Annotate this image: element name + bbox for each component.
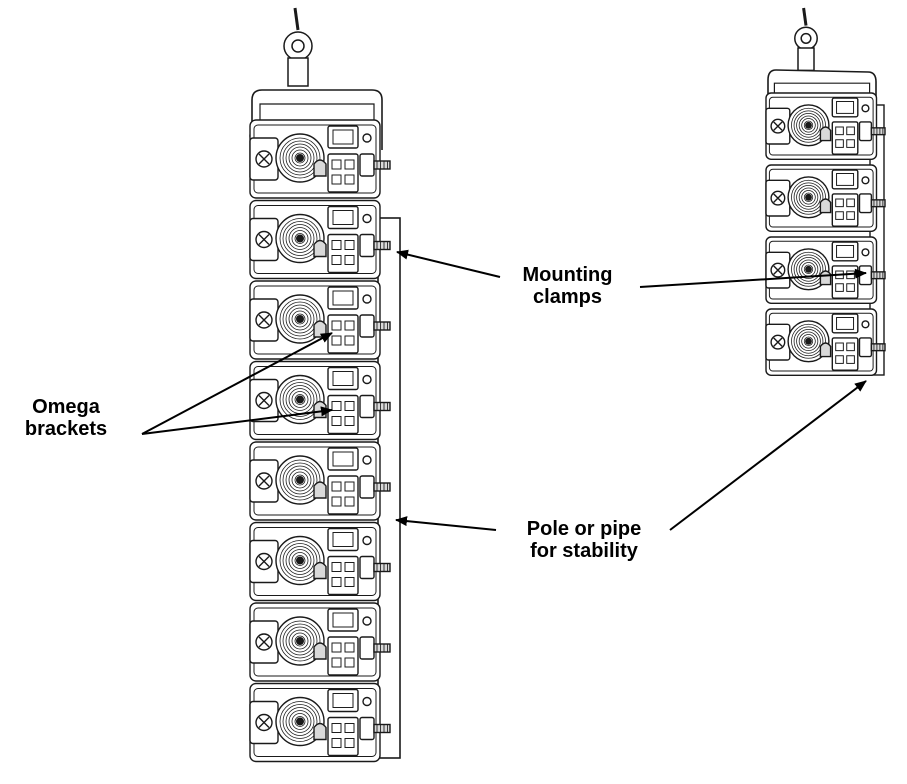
left-clamp-bolt bbox=[373, 643, 391, 653]
left-fixture-unit-7 bbox=[249, 602, 391, 682]
arrow-pole-right bbox=[669, 380, 867, 531]
left-display-panel bbox=[327, 688, 359, 713]
left-mounting-clamp bbox=[359, 153, 375, 177]
left-clamp-bolt bbox=[373, 482, 391, 492]
left-omega-bracket bbox=[313, 642, 327, 660]
right-clamp-bolt bbox=[870, 199, 886, 208]
right-mounting-clamp bbox=[858, 337, 873, 358]
left-display-panel bbox=[327, 608, 359, 632]
left-port-panel bbox=[327, 153, 359, 193]
right-mounting-clamp bbox=[858, 193, 873, 214]
left-port-panel bbox=[327, 475, 359, 515]
right-fixture-unit-1 bbox=[765, 92, 886, 161]
left-omega-bracket bbox=[313, 722, 327, 741]
right-coupler-bolt bbox=[797, 47, 815, 72]
left-safety-cable bbox=[293, 7, 300, 31]
right-display-panel bbox=[831, 97, 859, 118]
left-mounting-clamp bbox=[359, 475, 375, 499]
right-mounting-clamp bbox=[858, 265, 873, 286]
right-display-panel bbox=[831, 313, 859, 334]
left-omega-bracket bbox=[313, 159, 327, 177]
label-pole-or-pipe-line1: Pole or pipe bbox=[526, 518, 642, 540]
left-mounting-clamp bbox=[359, 716, 375, 741]
label-pole-or-pipe: Pole or pipe for stability bbox=[494, 518, 674, 562]
left-mounting-clamp bbox=[359, 394, 375, 419]
right-fixture-assembly bbox=[765, 7, 886, 377]
left-omega-bracket bbox=[313, 561, 327, 580]
label-omega-brackets: Omega brackets bbox=[6, 396, 126, 440]
arrow-mounting-clamps-left bbox=[396, 249, 501, 278]
right-safety-cable bbox=[802, 7, 808, 26]
left-fixture-stack bbox=[249, 119, 391, 763]
left-display-panel bbox=[327, 205, 359, 230]
left-omega-bracket bbox=[313, 481, 327, 499]
left-omega-bracket bbox=[313, 239, 327, 258]
left-fixture-unit-6 bbox=[249, 521, 391, 602]
left-fixture-unit-2 bbox=[249, 199, 391, 280]
right-display-panel bbox=[831, 169, 859, 190]
right-omega-bracket bbox=[819, 342, 832, 358]
left-display-panel bbox=[327, 125, 359, 149]
left-mounting-clamp bbox=[359, 636, 375, 660]
left-clamp-bolt bbox=[373, 321, 391, 331]
left-display-panel bbox=[327, 527, 359, 552]
left-clamp-bolt bbox=[373, 160, 391, 170]
left-fixture-unit-4 bbox=[249, 360, 391, 441]
right-clamp-bolt bbox=[870, 127, 886, 136]
right-mounting-clamp bbox=[858, 121, 873, 142]
right-omega-bracket bbox=[819, 198, 832, 214]
left-port-panel bbox=[327, 555, 359, 596]
right-clamp-bolt bbox=[870, 343, 886, 352]
left-mounting-clamp bbox=[359, 233, 375, 258]
right-omega-bracket bbox=[819, 270, 832, 286]
label-mounting-clamps-line1: Mounting bbox=[522, 264, 613, 286]
left-clamp-bolt bbox=[373, 401, 391, 412]
left-mounting-clamp bbox=[359, 314, 375, 338]
arrow-mounting-clamps-right bbox=[639, 268, 867, 288]
arrow-omega-bracket-lower bbox=[141, 406, 333, 435]
right-fixture-unit-4 bbox=[765, 308, 886, 377]
left-display-panel bbox=[327, 286, 359, 310]
left-clamp-bolt bbox=[373, 723, 391, 734]
right-port-panel bbox=[831, 337, 859, 371]
left-omega-bracket bbox=[313, 400, 327, 419]
right-port-panel bbox=[831, 193, 859, 227]
left-fixture-unit-8 bbox=[249, 682, 391, 763]
callout-arrows bbox=[141, 249, 867, 531]
left-clamp-bolt bbox=[373, 240, 391, 251]
left-display-panel bbox=[327, 366, 359, 391]
right-fixture-stack bbox=[765, 92, 886, 377]
left-fixture-unit-5 bbox=[249, 441, 391, 521]
right-fixture-unit-3 bbox=[765, 236, 886, 305]
arrow-omega-bracket-upper bbox=[141, 332, 333, 435]
left-fixture-unit-3 bbox=[249, 280, 391, 360]
label-mounting-clamps-line2: clamps bbox=[533, 286, 602, 308]
right-clamp-assembly bbox=[794, 7, 818, 72]
right-fixture-unit-2 bbox=[765, 164, 886, 233]
left-omega-bracket bbox=[313, 320, 327, 338]
label-omega-brackets-line1: Omega bbox=[32, 396, 100, 418]
right-display-panel bbox=[831, 241, 859, 262]
left-display-panel bbox=[327, 447, 359, 471]
left-clamp-bolt bbox=[373, 562, 391, 573]
label-pole-or-pipe-line2: for stability bbox=[530, 540, 638, 562]
label-omega-brackets-line2: brackets bbox=[24, 418, 108, 440]
right-clamp-bolt bbox=[870, 271, 886, 280]
left-port-panel bbox=[327, 716, 359, 757]
left-port-panel bbox=[327, 233, 359, 274]
left-port-panel bbox=[327, 636, 359, 676]
left-fixture-assembly bbox=[249, 7, 401, 763]
right-port-panel bbox=[831, 121, 859, 155]
left-mounting-clamp bbox=[359, 555, 375, 580]
arrow-pole-left bbox=[395, 516, 497, 531]
left-coupler-bolt bbox=[287, 57, 309, 87]
left-clamp-assembly bbox=[283, 7, 313, 87]
label-mounting-clamps: Mounting clamps bbox=[500, 264, 635, 308]
left-fixture-unit-1 bbox=[249, 119, 391, 199]
right-omega-bracket bbox=[819, 126, 832, 142]
